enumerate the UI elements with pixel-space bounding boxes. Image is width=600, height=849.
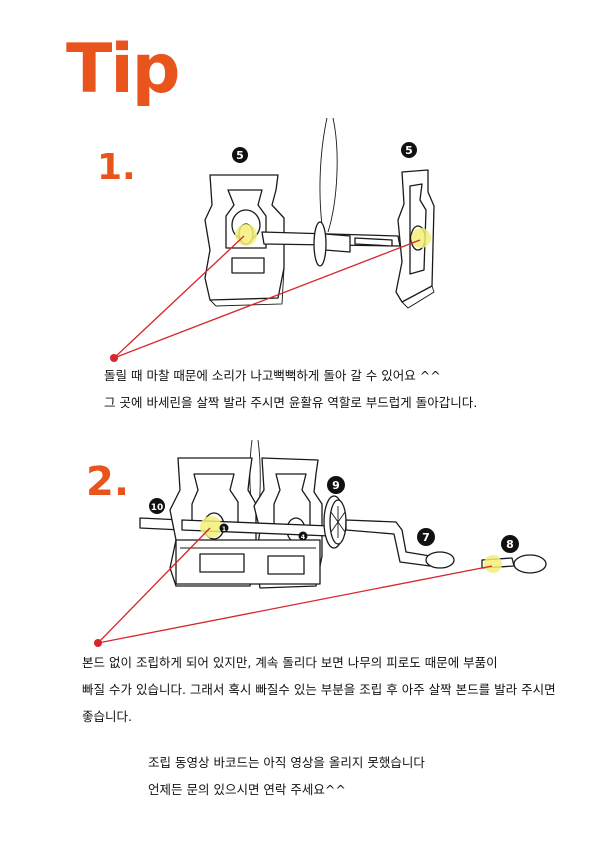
svg-text:1: 1: [222, 526, 226, 533]
part-badge: 8: [501, 535, 519, 553]
svg-text:7: 7: [422, 531, 430, 544]
friction-point-highlight: [235, 224, 257, 246]
part-badge: 1: [219, 523, 229, 533]
step-2-text-line: 빠질 수가 있습니다. 그래서 혹시 빠질수 있는 부분을 조립 후 아주 살짝…: [82, 682, 556, 697]
footer-note-line: 조립 동영상 바코드는 아직 영상을 올리지 못했습니다: [148, 755, 425, 770]
glue-point-highlight: [484, 555, 502, 573]
step-2-text-line: 좋습니다.: [82, 709, 132, 724]
part-badge: 7: [417, 528, 435, 546]
step-1-number: 1.: [97, 147, 136, 188]
svg-text:9: 9: [332, 479, 340, 492]
page-title: Tip: [66, 30, 180, 109]
part-badge: 9: [327, 476, 345, 494]
part-badge: 10: [149, 498, 165, 514]
svg-text:4: 4: [301, 534, 305, 541]
wheel-part: [323, 495, 347, 549]
footer-note-line: 언제든 문의 있으시면 연락 주세요^^: [148, 782, 346, 797]
svg-text:8: 8: [506, 538, 514, 551]
friction-point-highlight: [411, 228, 431, 248]
part-badge: 5: [401, 142, 417, 158]
pointer-dot: [94, 639, 102, 647]
svg-text:5: 5: [405, 144, 413, 157]
svg-text:10: 10: [151, 503, 164, 513]
axle-part: [261, 221, 401, 267]
part-badge: 4: [298, 531, 308, 541]
step-1-text-line: 그 곳에 바세린을 살짝 발라 주시면 윤활유 역할로 부드럽게 돌아갑니다.: [104, 395, 478, 410]
step-2-text-line: 본드 없이 조립하게 되어 있지만, 계속 돌리다 보면 나무의 피로도 때문에…: [82, 655, 498, 670]
part-badge: 5: [232, 147, 248, 163]
svg-text:5: 5: [236, 149, 244, 162]
pointer-dot: [110, 354, 118, 362]
step-1-text-line: 돌릴 때 마찰 때문에 소리가 나고뻑뻑하게 돌아 갈 수 있어요 ^^: [104, 368, 441, 383]
step-2-number: 2.: [86, 459, 130, 505]
